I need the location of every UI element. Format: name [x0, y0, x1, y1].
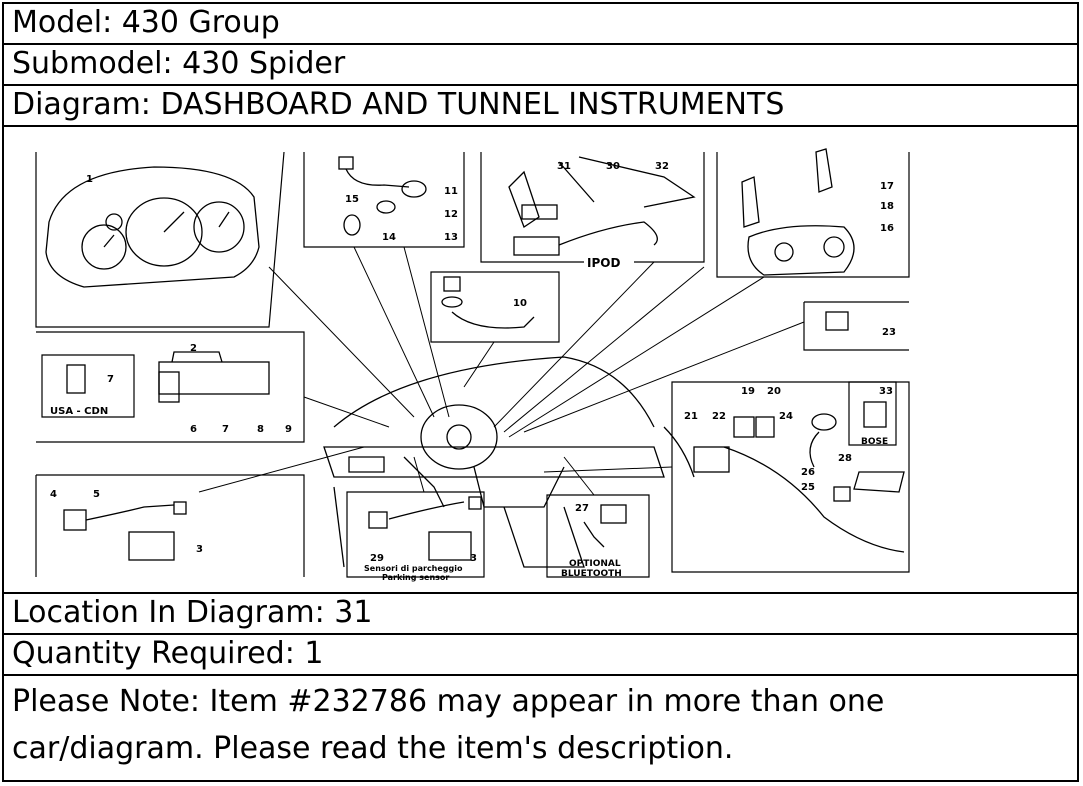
callout-18: 18: [880, 201, 894, 212]
callout-28: 28: [838, 453, 852, 464]
callout-2: 2: [190, 343, 197, 354]
callout-4: 4: [50, 489, 57, 500]
callout-25: 25: [801, 482, 815, 493]
part-sketches: [63, 148, 905, 561]
callout-22: 22: [712, 411, 726, 422]
callout-19: 19: [741, 386, 755, 397]
callout-32: 32: [655, 161, 669, 172]
submodel-row: Submodel: 430 Spider: [4, 45, 1077, 86]
leader-lines: [198, 246, 805, 496]
callout-11: 11: [444, 186, 458, 197]
callout-26: 26: [801, 467, 815, 478]
diagram-title-row: Diagram: DASHBOARD AND TUNNEL INSTRUMENT…: [4, 86, 1077, 127]
callout-20: 20: [767, 386, 781, 397]
parking-sensor-label: Parking sensor: [382, 573, 449, 582]
panel-borders: [35, 151, 910, 578]
callout-3-center: 3: [470, 553, 477, 564]
callout-10: 10: [513, 298, 527, 309]
callout-3-left: 3: [196, 544, 203, 555]
sensori-label: Sensori di parcheggio: [364, 564, 463, 573]
car-interior-sketch: [323, 356, 695, 568]
diagram-svg: 1 15 11 12 14 13 31 30 32 IPOD 17 18 16 …: [35, 148, 910, 582]
callout-8: 8: [257, 424, 264, 435]
callout-33: 33: [879, 386, 893, 397]
location-row: Location In Diagram: 31: [4, 594, 1077, 635]
callout-24: 24: [779, 411, 793, 422]
callout-12: 12: [444, 209, 458, 220]
callout-5: 5: [93, 489, 100, 500]
callout-16: 16: [880, 223, 894, 234]
callout-15: 15: [345, 194, 359, 205]
callout-1: 1: [86, 174, 93, 185]
usa-cdn-label: USA - CDN: [50, 406, 108, 417]
ipod-label: IPOD: [587, 256, 620, 270]
model-row: Model: 430 Group: [4, 4, 1077, 45]
note-text: Please Note: Item #232786 may appear in …: [12, 684, 885, 766]
callout-7-usa: 7: [107, 374, 114, 385]
callout-27: 27: [575, 503, 589, 514]
callout-14: 14: [382, 232, 396, 243]
callout-9: 9: [285, 424, 292, 435]
callout-31: 31: [557, 161, 571, 172]
bose-label: BOSE: [861, 437, 888, 447]
callout-21: 21: [684, 411, 698, 422]
exploded-parts-diagram: 1 15 11 12 14 13 31 30 32 IPOD 17 18 16 …: [4, 127, 1077, 594]
quantity-row: Quantity Required: 1: [4, 635, 1077, 676]
callout-30: 30: [606, 161, 620, 172]
callout-numbers: 1 15 11 12 14 13 31 30 32 IPOD 17 18 16 …: [50, 161, 896, 582]
callout-7: 7: [222, 424, 229, 435]
callout-17: 17: [880, 181, 894, 192]
callout-13: 13: [444, 232, 458, 243]
callout-29: 29: [370, 553, 384, 564]
callout-23: 23: [882, 327, 896, 338]
callout-6: 6: [190, 424, 197, 435]
optional-label: OPTIONAL: [569, 559, 621, 569]
bluetooth-label: BLUETOOTH: [561, 569, 622, 579]
instrument-cluster-sketch: [45, 166, 260, 288]
